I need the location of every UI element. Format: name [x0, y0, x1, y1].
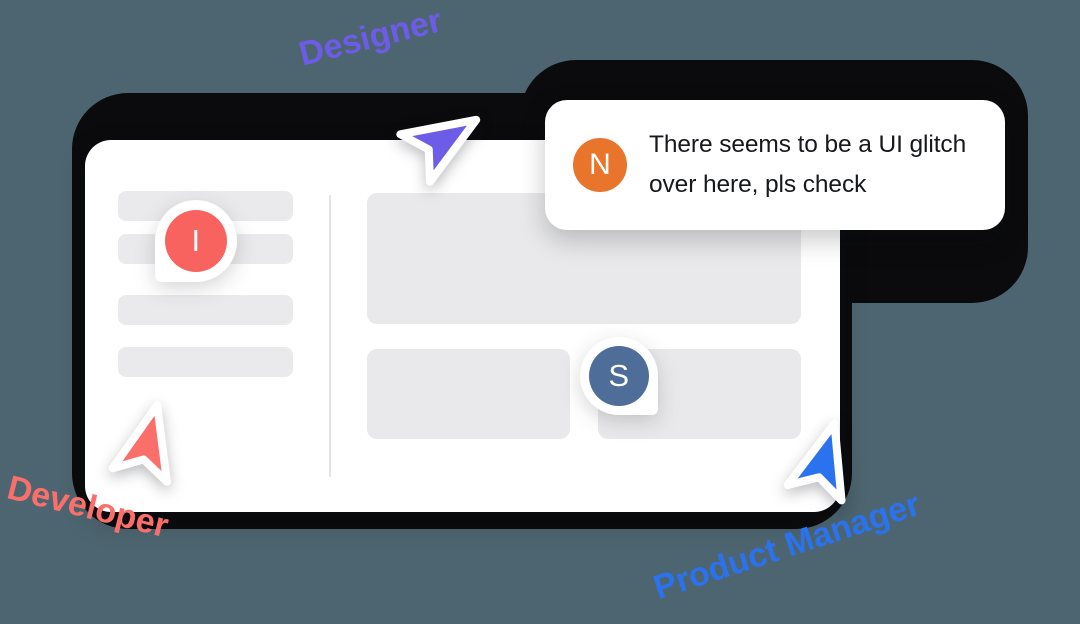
panel-divider: [329, 195, 331, 477]
avatar-initial-s: S: [589, 346, 649, 406]
cursor-developer-icon: [96, 390, 200, 494]
role-label-designer: Designer: [295, 1, 446, 74]
comment-card[interactable]: N There seems to be a UI glitch over her…: [545, 100, 1005, 230]
avatar-initial-i: I: [165, 210, 227, 272]
presence-pin-i[interactable]: I: [155, 200, 237, 282]
sidebar-bar-3: [118, 295, 293, 325]
comment-text: There seems to be a UI glitch over here,…: [649, 131, 967, 198]
sidebar-bar-4: [118, 347, 293, 377]
presence-pin-s[interactable]: S: [580, 337, 658, 415]
cursor-product-manager-icon: [772, 408, 876, 512]
cursor-designer-icon: [392, 88, 496, 192]
comment-avatar: N: [573, 138, 627, 192]
content-block-left: [367, 349, 570, 439]
